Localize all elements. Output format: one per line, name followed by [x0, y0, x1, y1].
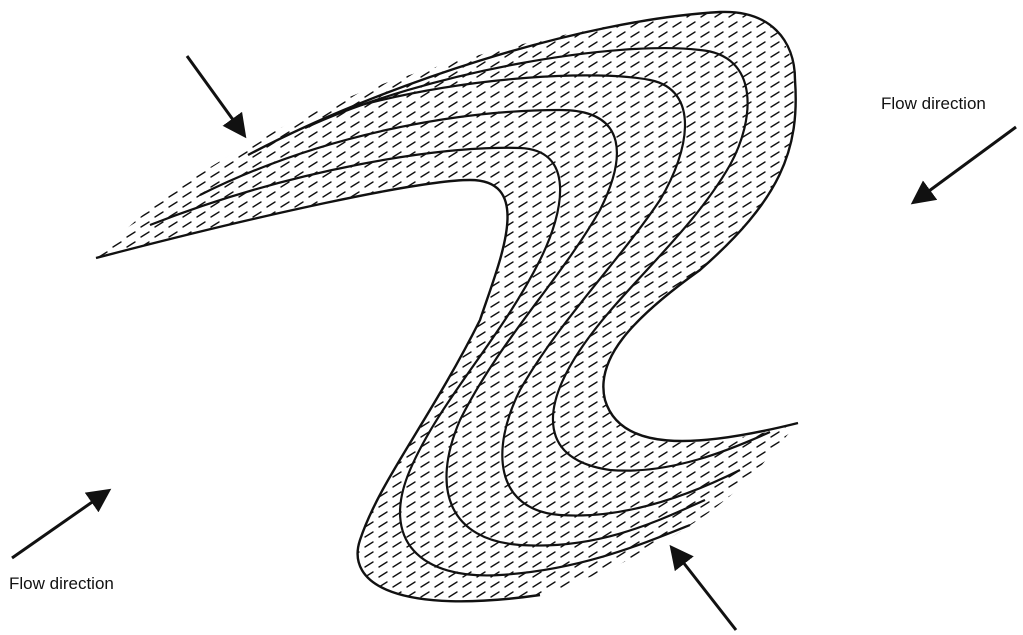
arrow-top-left [187, 56, 244, 135]
arrow-bottom-left [12, 491, 108, 558]
flow-direction-label-bottom-left: Flow direction [9, 574, 114, 594]
flow-direction-label-top-right: Flow direction [881, 94, 986, 114]
arrow-top-right [914, 127, 1016, 202]
arrow-bottom-right [672, 548, 736, 630]
